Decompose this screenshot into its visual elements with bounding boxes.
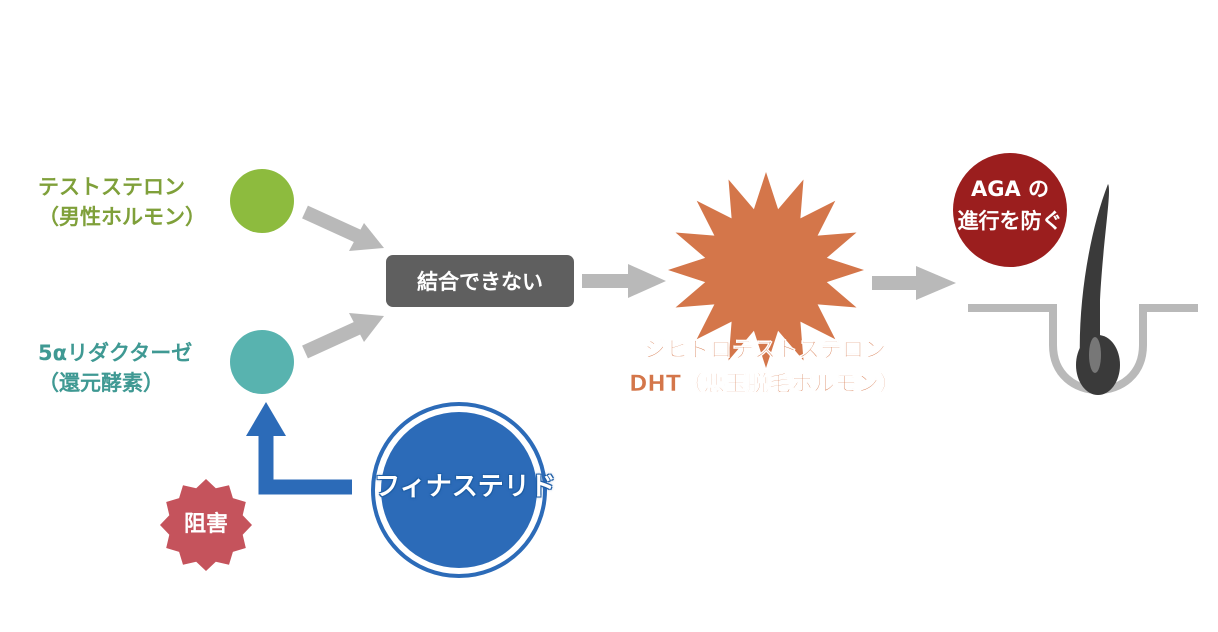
arrow-testosterone-to-box (302, 205, 384, 251)
dht-label-line2: DHT（悪玉脱毛ホルモン） (629, 372, 901, 398)
finasteride-ring (371, 402, 547, 578)
blue-arrow-icon (246, 402, 352, 495)
reductase-label: 5αリダクターゼ （還元酵素） (38, 338, 192, 398)
inhibit-badge (160, 479, 252, 571)
arrow-reductase-to-box (302, 313, 384, 359)
reductase-circle (230, 330, 294, 394)
testosterone-label: テストステロン （男性ホルモン） (38, 172, 206, 232)
cannot-bind-box: 結合できない (386, 255, 574, 307)
finasteride-circle (381, 412, 537, 568)
hair-follicle-icon (968, 184, 1198, 395)
testosterone-label-line2: （男性ホルモン） (38, 205, 206, 229)
inhibit-label: 阻害 (183, 512, 228, 537)
arrow-box-to-dht (582, 264, 666, 298)
aga-badge (953, 153, 1067, 267)
testosterone-label-line1: テストステロン (38, 175, 185, 199)
dht-label-line1: ジヒドロテストステロン (643, 338, 887, 364)
aga-label: AGA の 進行を防ぐ (953, 173, 1067, 237)
aga-label-line2: 進行を防ぐ (957, 209, 1063, 233)
arrow-dht-to-hair (872, 266, 956, 300)
starburst-icon (668, 172, 864, 368)
finasteride-label: フィナステリド (374, 472, 556, 502)
reductase-label-line1: 5αリダクターゼ (38, 341, 193, 365)
testosterone-circle (230, 169, 294, 233)
reductase-label-line2: （還元酵素） (38, 371, 164, 395)
aga-label-line1: AGA の (970, 177, 1050, 201)
